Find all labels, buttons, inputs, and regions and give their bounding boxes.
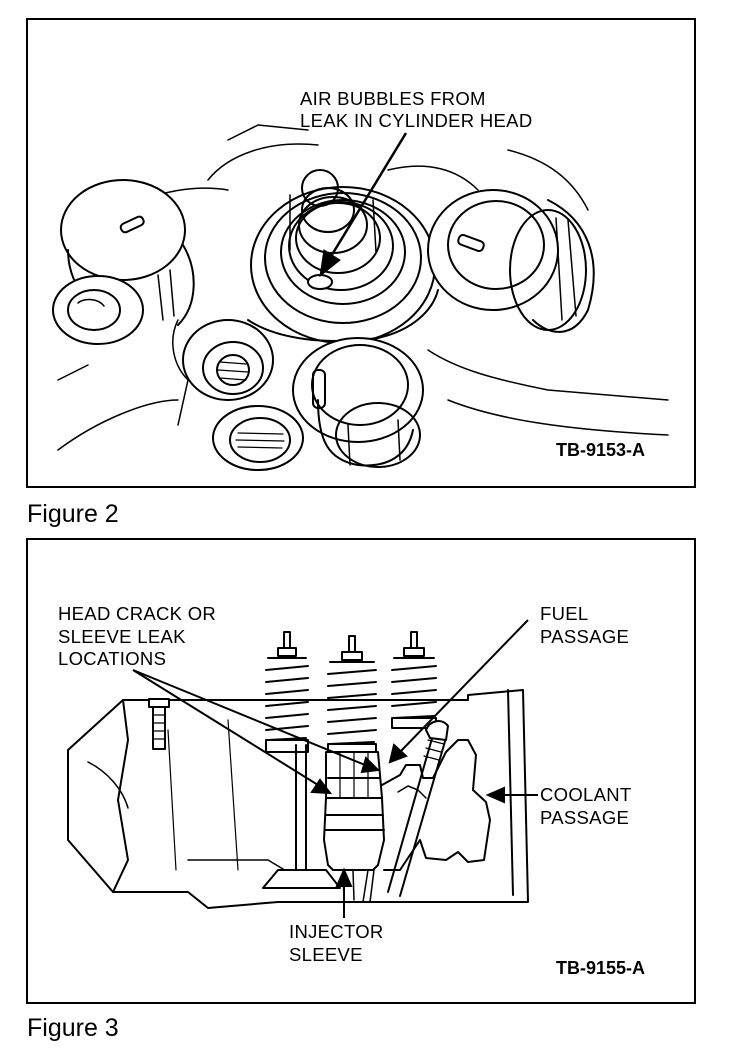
fuel-passage-label-line1: FUEL (540, 603, 589, 624)
air-bubbles-label-line2: LEAK IN CYLINDER HEAD (300, 110, 533, 131)
head-crack-label-line1: HEAD CRACK OR (58, 603, 217, 624)
figure-3-panel: HEAD CRACK OR SLEEVE LEAK LOCATIONS FUEL… (26, 538, 696, 1004)
air-bubbles-label-line1: AIR BUBBLES FROM (300, 88, 486, 109)
head-crack-label-line2: SLEEVE LEAK (58, 626, 186, 647)
coolant-passage-label-line2: PASSAGE (540, 807, 630, 828)
injector-sleeve-label-line1: INJECTOR (289, 921, 384, 942)
figure-2-code: TB-9153-A (556, 440, 646, 460)
cylinder-head-illustration (52, 124, 669, 471)
cylinder-head-cross-section (67, 619, 538, 918)
figure-2-caption: Figure 2 (27, 500, 119, 528)
figure-3-code: TB-9155-A (556, 958, 646, 978)
figure-2-panel: AIR BUBBLES FROM LEAK IN CYLINDER HEAD T… (26, 18, 696, 488)
fuel-passage-label-line2: PASSAGE (540, 626, 630, 647)
injector-sleeve-label-line2: SLEEVE (289, 944, 363, 965)
coolant-passage-label-line1: COOLANT (540, 784, 632, 805)
figure-3-caption: Figure 3 (27, 1014, 119, 1042)
head-crack-label-line3: LOCATIONS (58, 648, 167, 669)
air-bubbles-arrow (319, 132, 408, 278)
